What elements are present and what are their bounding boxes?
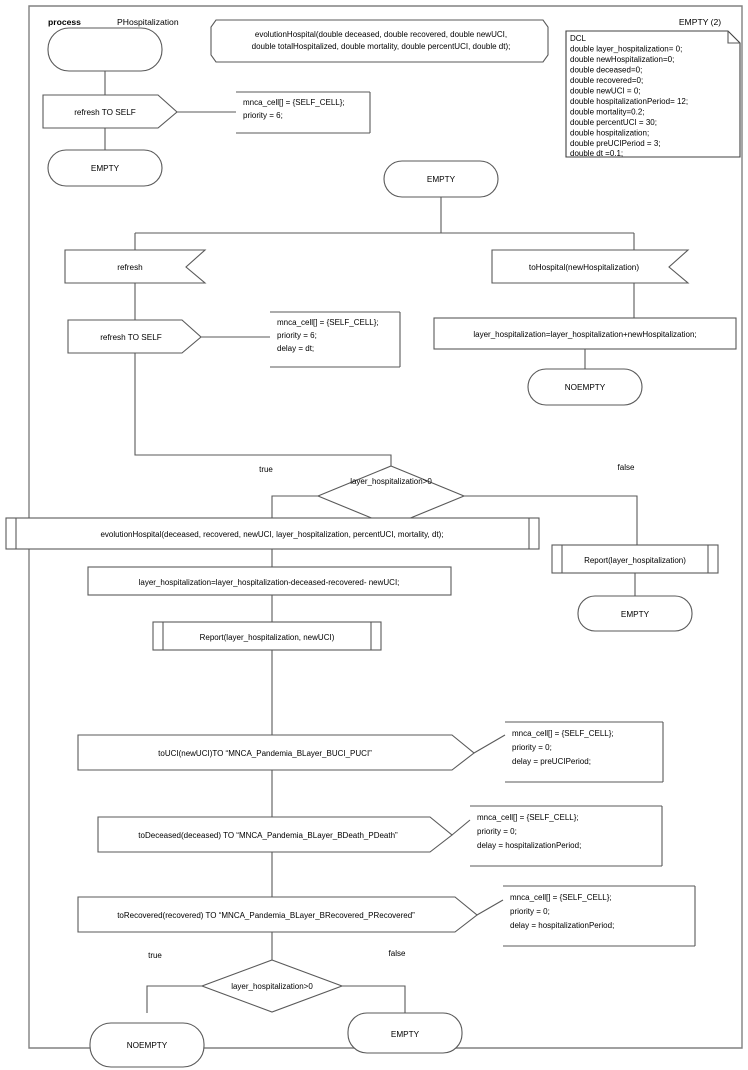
predefined-process-report-one-label: Report(layer_hospitalization) xyxy=(584,556,686,565)
receive-refresh-input-label: refresh xyxy=(117,263,143,272)
dcl-line-6: double mortality=0.2; xyxy=(570,108,645,117)
send-refresh-to-self-1 xyxy=(42,94,178,129)
annotation-recovered-line-0: mnca_cell[] = {SELF_CELL}; xyxy=(510,893,612,902)
signature-line-2: double totalHospitalized, double mortali… xyxy=(252,42,511,51)
annotation-uci-box xyxy=(505,721,664,783)
send-to-uci xyxy=(77,734,475,771)
process-keyword-label: process xyxy=(48,17,81,27)
annotation-deceased-line-0: mnca_cell[] = {SELF_CELL}; xyxy=(477,813,579,822)
dcl-line-2: double deceased=0; xyxy=(570,66,642,75)
state-noempty-2-label: NOEMPTY xyxy=(127,1041,168,1050)
process-frame xyxy=(28,5,743,1049)
predefined-process-report-two xyxy=(152,621,382,651)
decision-1-false-label: false xyxy=(618,463,635,472)
state-noempty-1 xyxy=(527,368,643,406)
connector-annotation-uci xyxy=(473,734,506,754)
predefined-process-bars-3 xyxy=(561,545,709,573)
connector-annotation-deceased xyxy=(451,819,471,836)
connector-decision1-false xyxy=(464,495,638,545)
connector-annotation-recovered xyxy=(476,899,504,916)
annotation-deceased-line-2: delay = hospitalizationPeriod; xyxy=(477,841,581,850)
state-noempty-2 xyxy=(89,1022,205,1068)
procedure-signature-shape xyxy=(210,19,549,63)
decision-2-false-label: false xyxy=(389,949,406,958)
dcl-line-10: double dt =0.1; xyxy=(570,149,623,158)
process-layer-add-assign-label: layer_hospitalization=layer_hospitalizat… xyxy=(473,330,696,339)
process-layer-sub-assign xyxy=(87,566,452,596)
connector-decision2-true xyxy=(146,985,202,1013)
state-empty-1-label: EMPTY xyxy=(91,164,120,173)
decision-1-label: layer_hospitalization>0 xyxy=(350,477,432,486)
process-layer-sub-assign-label: layer_hospitalization=layer_hospitalizat… xyxy=(139,578,400,587)
predefined-process-report-two-label: Report(layer_hospitalization, newUCI) xyxy=(200,633,335,642)
state-empty-2-label: EMPTY xyxy=(427,175,456,184)
send-to-recovered-label: toRecovered(recovered) TO “MNCA_Pandemia… xyxy=(117,911,415,920)
annotation-uci-line-0: mnca_cell[] = {SELF_CELL}; xyxy=(512,729,614,738)
annotation-uci-line-2: delay = preUCIPeriod; xyxy=(512,757,591,766)
decision-layer-hospitalization-1 xyxy=(316,465,466,527)
predefined-process-bars-2 xyxy=(162,622,372,650)
annotation-1-box xyxy=(236,91,371,134)
receive-to-hospital-label: toHospital(newHospitalization) xyxy=(529,263,639,272)
send-refresh-to-self-1-label: refresh TO SELF xyxy=(74,108,136,117)
annotation-uci-line-1: priority = 0; xyxy=(512,743,552,752)
annotation-2-line-1: priority = 6; xyxy=(277,331,317,340)
start-state-terminal xyxy=(47,27,163,72)
state-empty-3 xyxy=(577,595,693,632)
predefined-process-report-one xyxy=(551,544,719,574)
state-empty-1 xyxy=(47,149,163,187)
annotation-1-line-0: mnca_cell[] = {SELF_CELL}; xyxy=(243,98,345,107)
annotation-recovered-line-1: priority = 0; xyxy=(510,907,550,916)
process-name-label: PHospitalization xyxy=(117,17,179,27)
decision-2-label: layer_hospitalization>0 xyxy=(231,982,313,991)
annotation-recovered-box xyxy=(503,885,696,947)
corner-state-label: EMPTY (2) xyxy=(679,17,721,27)
dcl-line-9: double preUCIPeriod = 3; xyxy=(570,139,661,148)
annotation-2-line-0: mnca_cell[] = {SELF_CELL}; xyxy=(277,318,379,327)
state-noempty-1-label: NOEMPTY xyxy=(565,383,606,392)
dcl-line-3: double recovered=0; xyxy=(570,76,643,85)
dcl-header: DCL xyxy=(570,34,587,43)
dcl-line-7: double percentUCI = 30; xyxy=(570,118,657,127)
dcl-line-1: double newHospitalization=0; xyxy=(570,55,674,64)
annotation-2-box xyxy=(270,311,401,368)
predefined-process-bars-1 xyxy=(15,518,530,549)
send-to-recovered xyxy=(77,896,478,933)
dcl-line-0: double layer_hospitalization= 0; xyxy=(570,45,682,54)
annotation-recovered-line-2: delay = hospitalizationPeriod; xyxy=(510,921,614,930)
annotation-1-line-1: priority = 6; xyxy=(243,111,283,120)
send-to-deceased xyxy=(97,816,453,853)
dcl-note-shape xyxy=(565,30,741,158)
receive-refresh-input xyxy=(64,249,207,284)
dcl-line-8: double hospitalization; xyxy=(570,129,649,138)
annotation-2-line-2: delay = dt; xyxy=(277,344,314,353)
decision-layer-hospitalization-2 xyxy=(200,959,344,1013)
annotation-deceased-box xyxy=(470,805,663,867)
decision-2-true-label: true xyxy=(148,951,162,960)
dcl-line-4: double newUCI = 0; xyxy=(570,87,641,96)
dcl-line-5: double hospitalizationPeriod= 12; xyxy=(570,97,688,106)
send-to-uci-label: toUCI(newUCI)TO “MNCA_Pandemia_BLayer_BU… xyxy=(158,749,372,758)
annotation-deceased-line-1: priority = 0; xyxy=(477,827,517,836)
connector-left-branch-to-decision xyxy=(134,353,392,466)
connector-decision1-true xyxy=(271,495,318,518)
dcl-note-fold xyxy=(727,31,740,44)
send-to-deceased-label: toDeceased(deceased) TO “MNCA_Pandemia_B… xyxy=(138,831,398,840)
state-empty-4-label: EMPTY xyxy=(391,1030,420,1039)
send-refresh-to-self-2-label: refresh TO SELF xyxy=(100,333,162,342)
process-layer-add-assign xyxy=(433,317,737,350)
decision-1-true-label: true xyxy=(259,465,273,474)
predefined-process-evolution-label: evolutionHospital(deceased, recovered, n… xyxy=(100,530,443,539)
send-refresh-to-self-2 xyxy=(67,319,202,354)
receive-to-hospital-input xyxy=(491,249,690,284)
connector-fork-bus xyxy=(134,197,635,250)
connector-decision2-false xyxy=(342,985,406,1013)
signature-line-1: evolutionHospital(double deceased, doubl… xyxy=(255,30,507,39)
state-empty-4 xyxy=(347,1012,463,1054)
state-empty-3-label: EMPTY xyxy=(621,610,650,619)
